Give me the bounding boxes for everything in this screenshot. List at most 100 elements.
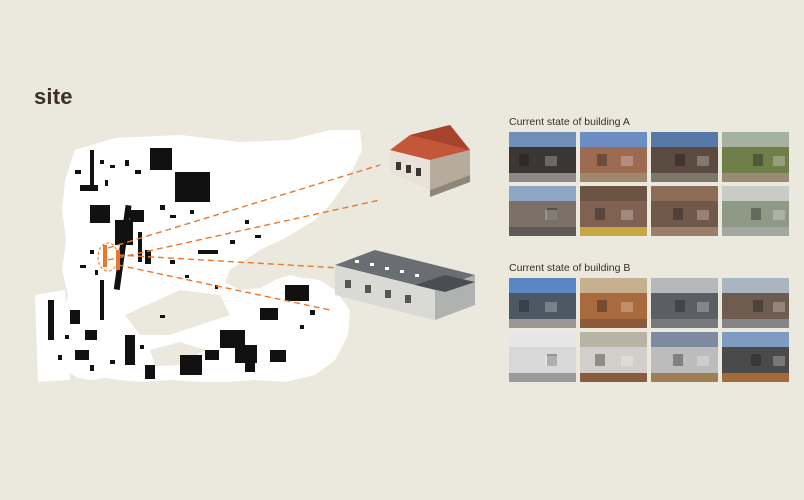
photo-ground xyxy=(509,173,576,182)
leader-line-b-lower xyxy=(117,264,331,311)
photo-ground xyxy=(651,319,718,328)
photo-facade xyxy=(722,293,789,321)
photo-facade xyxy=(580,293,647,321)
building-a-marker xyxy=(103,245,107,267)
photo-window xyxy=(773,302,785,312)
photo-facade xyxy=(651,147,718,175)
photo-window xyxy=(621,302,633,312)
photo-sky xyxy=(651,132,718,150)
photo-window xyxy=(773,356,785,366)
photo-facade xyxy=(580,201,647,229)
photo-sky xyxy=(580,186,647,204)
photo-window xyxy=(547,354,557,366)
photo-ground xyxy=(509,373,576,382)
photo-b-8 xyxy=(722,332,789,382)
photo-b-4 xyxy=(722,278,789,328)
photo-window xyxy=(697,210,709,220)
photo-window xyxy=(545,356,557,366)
photo-a-7 xyxy=(651,186,718,236)
photo-sky xyxy=(722,278,789,296)
photo-b-5 xyxy=(509,332,576,382)
photo-b-1 xyxy=(509,278,576,328)
photo-ground xyxy=(722,373,789,382)
building-b-photo-grid xyxy=(509,278,789,382)
photo-ground xyxy=(580,227,647,236)
photo-sky xyxy=(509,132,576,150)
photo-window xyxy=(751,354,761,366)
photo-window xyxy=(621,156,633,166)
photo-window xyxy=(547,208,557,220)
photo-a-6 xyxy=(580,186,647,236)
photo-window xyxy=(595,354,605,366)
leader-line-b xyxy=(117,254,341,269)
small-footprints xyxy=(58,160,315,371)
photo-ground xyxy=(580,319,647,328)
photo-a-8 xyxy=(722,186,789,236)
photo-window xyxy=(595,208,605,220)
leader-line-a-lower xyxy=(107,199,381,261)
water-bay xyxy=(125,290,230,335)
photo-a-5 xyxy=(509,186,576,236)
photo-sky xyxy=(722,132,789,150)
photo-window xyxy=(545,210,557,220)
photo-a-4 xyxy=(722,132,789,182)
photo-facade xyxy=(722,147,789,175)
highlight-ring xyxy=(97,242,119,272)
photo-ground xyxy=(509,227,576,236)
photo-window xyxy=(519,154,529,166)
photo-facade xyxy=(651,201,718,229)
photo-window xyxy=(673,208,683,220)
photo-b-6 xyxy=(580,332,647,382)
photo-window xyxy=(545,156,557,166)
photo-window xyxy=(753,300,763,312)
photo-ground xyxy=(509,319,576,328)
building-a-label: Current state of building A xyxy=(509,116,630,128)
photo-window xyxy=(545,302,557,312)
photo-ground xyxy=(651,373,718,382)
photo-sky xyxy=(509,278,576,296)
photo-facade xyxy=(580,347,647,375)
photo-ground xyxy=(651,173,718,182)
building-a-photo-grid xyxy=(509,132,789,236)
leader-line-a xyxy=(107,164,381,249)
building-a-render-icon xyxy=(390,125,470,197)
photo-b-2 xyxy=(580,278,647,328)
photo-facade xyxy=(509,347,576,375)
photo-window xyxy=(519,300,529,312)
photo-ground xyxy=(580,173,647,182)
water-channel xyxy=(150,342,205,366)
photo-window xyxy=(597,300,607,312)
photo-b-3 xyxy=(651,278,718,328)
photo-window xyxy=(697,356,709,366)
photo-sky xyxy=(580,278,647,296)
photo-sky xyxy=(509,186,576,204)
photo-sky xyxy=(651,332,718,350)
photo-window xyxy=(753,154,763,166)
page-title: site xyxy=(34,84,73,109)
photo-window xyxy=(673,354,683,366)
photo-window xyxy=(697,302,709,312)
photo-sky xyxy=(509,332,576,350)
photo-ground xyxy=(722,227,789,236)
building-b-label: Current state of building B xyxy=(509,262,631,274)
photo-sky xyxy=(580,132,647,150)
photo-a-3 xyxy=(651,132,718,182)
photo-window xyxy=(697,156,709,166)
photo-facade xyxy=(509,201,576,229)
photo-facade xyxy=(509,293,576,321)
building-b-render-icon xyxy=(335,250,475,320)
photo-sky xyxy=(651,278,718,296)
photo-window xyxy=(597,154,607,166)
photo-window xyxy=(773,210,785,220)
photo-ground xyxy=(580,373,647,382)
site-plan-map xyxy=(30,110,480,400)
photo-sky xyxy=(580,332,647,350)
photo-facade xyxy=(580,147,647,175)
photo-a-1 xyxy=(509,132,576,182)
building-b-marker xyxy=(116,250,120,270)
photo-window xyxy=(621,210,633,220)
photo-sky xyxy=(722,332,789,350)
photo-window xyxy=(773,156,785,166)
photo-window xyxy=(751,208,761,220)
photo-a-2 xyxy=(580,132,647,182)
